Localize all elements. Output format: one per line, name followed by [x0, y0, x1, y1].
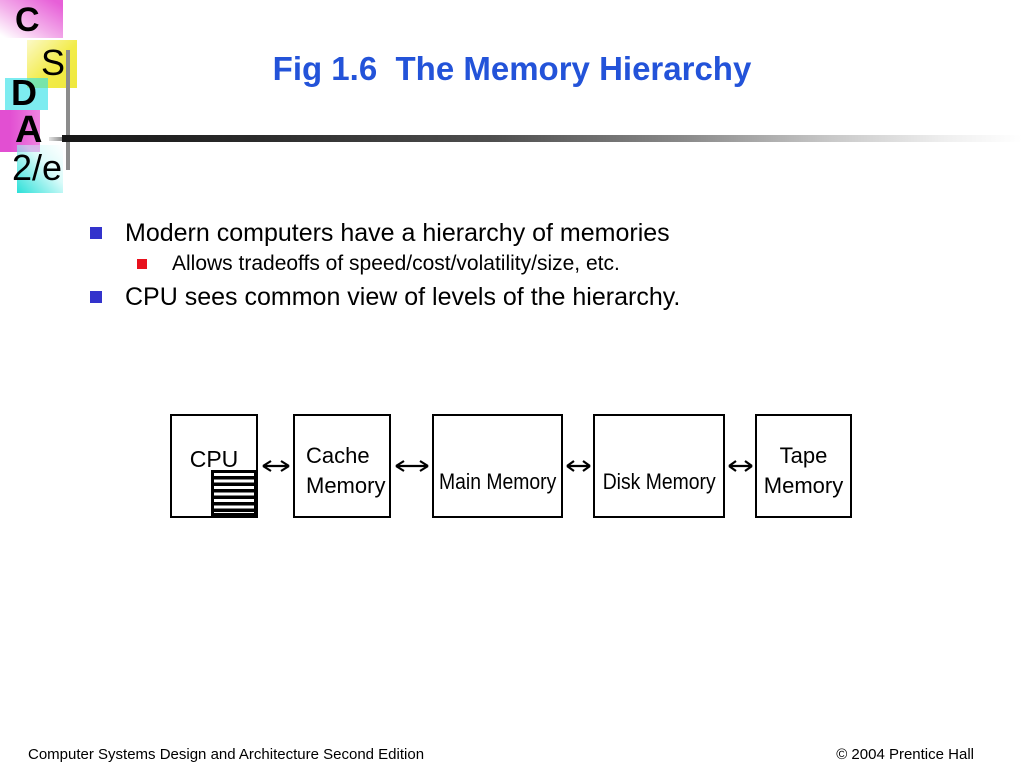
- cpu-label: CPU: [189, 446, 239, 472]
- cache-label-line2: Memory: [306, 473, 386, 498]
- double-arrow-icon: [395, 460, 429, 472]
- logo-letter-s: S: [41, 42, 66, 83]
- bullet-square-icon: [90, 227, 102, 239]
- slide-title: Fig 1.6 The Memory Hierarchy: [272, 50, 752, 87]
- diagram-box-main-memory: Main Memory: [432, 414, 563, 518]
- logo-letter-d: D: [11, 72, 37, 113]
- footer-copyright: © 2004 Prentice Hall: [836, 746, 974, 763]
- bullet-item: Modern computers have a hierarchy of mem…: [90, 219, 670, 247]
- double-arrow-icon: [728, 460, 753, 472]
- diagram-box-cache-memory: Cache Memory: [293, 414, 391, 518]
- diagram-box-disk-memory: Disk Memory: [593, 414, 725, 518]
- tape-label-line1: Tape: [779, 443, 828, 468]
- bullet-item: CPU sees common view of levels of the hi…: [90, 283, 680, 311]
- main-memory-label: Main Memory: [438, 469, 557, 494]
- double-arrow-icon: [566, 460, 591, 472]
- logo-block-2e: [17, 145, 63, 193]
- logo-edition-label: 2/e: [12, 147, 63, 188]
- sub-bullet-text: Allows tradeoffs of speed/cost/volatilit…: [172, 252, 620, 275]
- logo-letter-a: A: [15, 109, 43, 151]
- double-arrow-icon: [262, 460, 290, 472]
- sub-bullet-square-icon: [137, 259, 147, 269]
- tape-label-line2: Memory: [763, 473, 844, 498]
- disk-memory-label: Disk Memory: [602, 469, 716, 494]
- sub-bullet-item: Allows tradeoffs of speed/cost/volatilit…: [137, 252, 620, 276]
- logo-block-d: [5, 78, 48, 110]
- diagram-box-tape-memory: Tape Memory: [755, 414, 852, 518]
- cache-label-line1: Cache: [306, 443, 370, 468]
- logo-vertical-line: [66, 50, 70, 170]
- footer-book-title: Computer Systems Design and Architecture…: [28, 746, 425, 763]
- logo-block-c: [0, 0, 63, 38]
- bullet-text: CPU sees common view of levels of the hi…: [125, 283, 681, 311]
- logo-letter-c: C: [15, 1, 40, 39]
- title-rule-tail: [49, 137, 62, 141]
- bullet-text: Modern computers have a hierarchy of mem…: [125, 219, 670, 247]
- bullet-square-icon: [90, 291, 102, 303]
- register-file-icon: [211, 470, 257, 516]
- title-rule: [62, 135, 1022, 142]
